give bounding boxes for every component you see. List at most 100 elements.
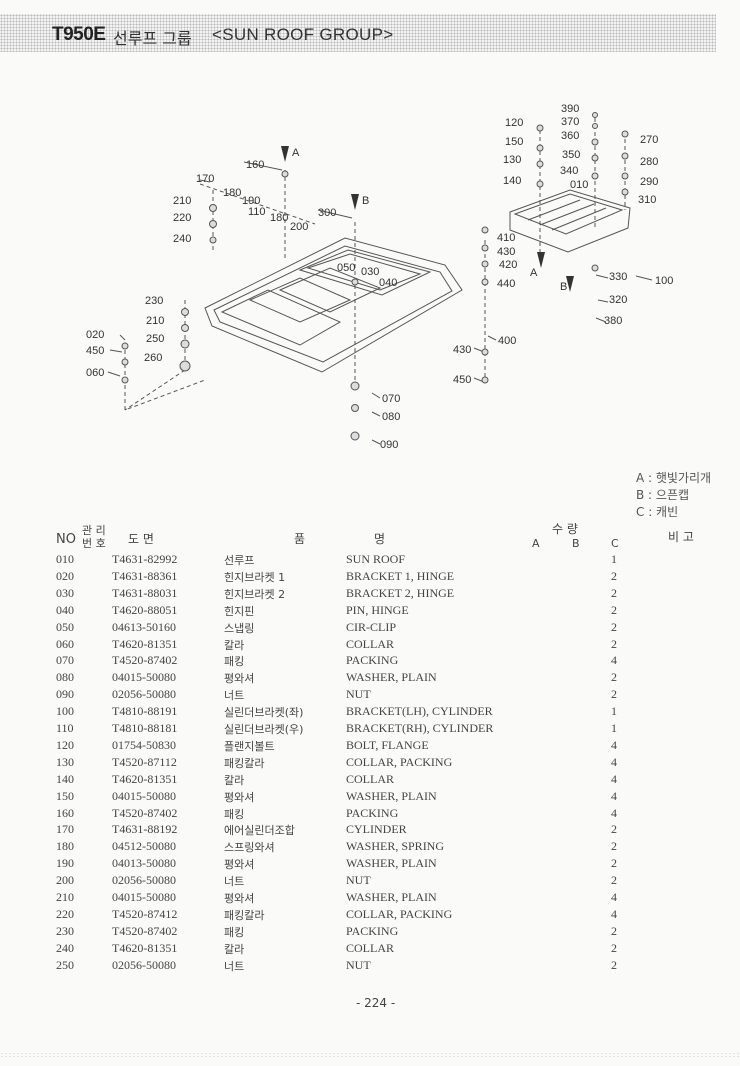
part-name-english: WASHER, PLAIN [346,856,437,871]
part-name-korean: 패킹 [224,807,245,821]
quantity-c: 2 [611,940,617,955]
svg-text:080: 080 [382,411,400,423]
part-name-korean: 힌지브라켓 2 [224,587,286,601]
part-no: 020 [56,568,74,583]
part-no: 250 [56,957,74,972]
svg-text:290: 290 [640,176,658,188]
part-name-english: NUT [346,687,371,702]
svg-text:100: 100 [655,275,673,287]
quantity-c: 2 [611,856,617,871]
header-part: 품 [294,532,306,546]
quantity-c: 2 [611,619,617,634]
svg-text:190: 190 [242,195,260,207]
svg-text:200: 200 [290,221,308,233]
quantity-c: 4 [611,906,617,921]
svg-text:360: 360 [561,130,579,142]
svg-text:210: 210 [173,195,191,207]
part-name-korean: 힌지핀 [224,604,255,618]
quantity-c: 1 [611,704,617,719]
svg-text:300: 300 [318,207,336,219]
header-qty-a: A [532,537,540,550]
header-remarks: 비 고 [668,530,694,544]
part-name-english: PACKING [346,805,399,820]
svg-text:140: 140 [503,175,521,187]
part-name-korean: 스냅링 [224,621,255,635]
svg-text:090: 090 [380,439,398,451]
svg-text:220: 220 [173,212,191,224]
part-number: T4520-87402 [112,653,178,668]
svg-text:410: 410 [497,232,515,244]
quantity-c: 2 [611,873,617,888]
svg-text:450: 450 [86,345,104,357]
part-name-english: CYLINDER [346,822,407,837]
svg-text:020: 020 [86,329,104,341]
header-qty-c: C [611,537,619,550]
part-name-english: SUN ROOF [346,552,406,566]
part-name-english: COLLAR [346,771,394,786]
svg-text:390: 390 [561,103,579,115]
svg-text:180: 180 [270,212,288,224]
quantity-c: 2 [611,568,617,583]
part-no: 110 [56,721,74,735]
part-no: 130 [56,754,74,769]
svg-text:250: 250 [146,333,164,345]
part-name-korean: 에어실린더조합 [224,824,295,838]
part-no: 040 [56,602,74,617]
svg-text:130: 130 [503,154,521,166]
part-number: T4631-88361 [112,568,178,583]
part-name-english: PACKING [346,923,399,938]
part-name-korean: 패킹 [224,655,245,669]
part-number: 04015-50080 [112,788,176,803]
header-qty: 수 량 [552,522,578,536]
svg-text:170: 170 [196,173,214,185]
part-no: 140 [56,771,74,786]
svg-text:A: A [530,267,538,279]
part-number: 02056-50080 [112,957,176,972]
part-no: 220 [56,906,74,921]
part-number: T4631-88192 [112,822,178,837]
svg-text:260: 260 [144,352,162,364]
part-name-english: PACKING [346,653,399,668]
part-number: T4631-82992 [112,552,178,566]
part-no: 240 [56,940,74,955]
part-number: 01754-50830 [112,737,176,752]
part-name-korean: 실린더브라켓(우) [224,723,304,736]
part-number: T4810-88191 [112,704,178,719]
part-name-english: COLLAR, PACKING [346,906,453,921]
part-name-korean: 패킹칼라 [224,908,265,922]
part-number: T4520-87402 [112,923,178,938]
quantity-c: 4 [611,890,617,904]
legend-c: C : 캐빈 [636,505,679,519]
svg-text:430: 430 [497,246,515,258]
part-name-english: COLLAR [346,636,394,651]
part-name-korean: 칼라 [224,773,245,787]
part-no: 150 [56,788,74,803]
svg-text:040: 040 [379,277,397,289]
part-no: 210 [56,890,74,904]
part-no: 090 [56,687,74,702]
legend-b: B : 으픈캡 [636,488,690,502]
part-no: 070 [56,653,74,668]
part-number: 04015-50080 [112,890,176,904]
svg-text:350: 350 [562,149,580,161]
part-no: 100 [56,704,74,719]
part-name-english: CIR-CLIP [346,619,397,634]
part-number: 04512-50080 [112,839,176,854]
quantity-c: 2 [611,687,617,702]
